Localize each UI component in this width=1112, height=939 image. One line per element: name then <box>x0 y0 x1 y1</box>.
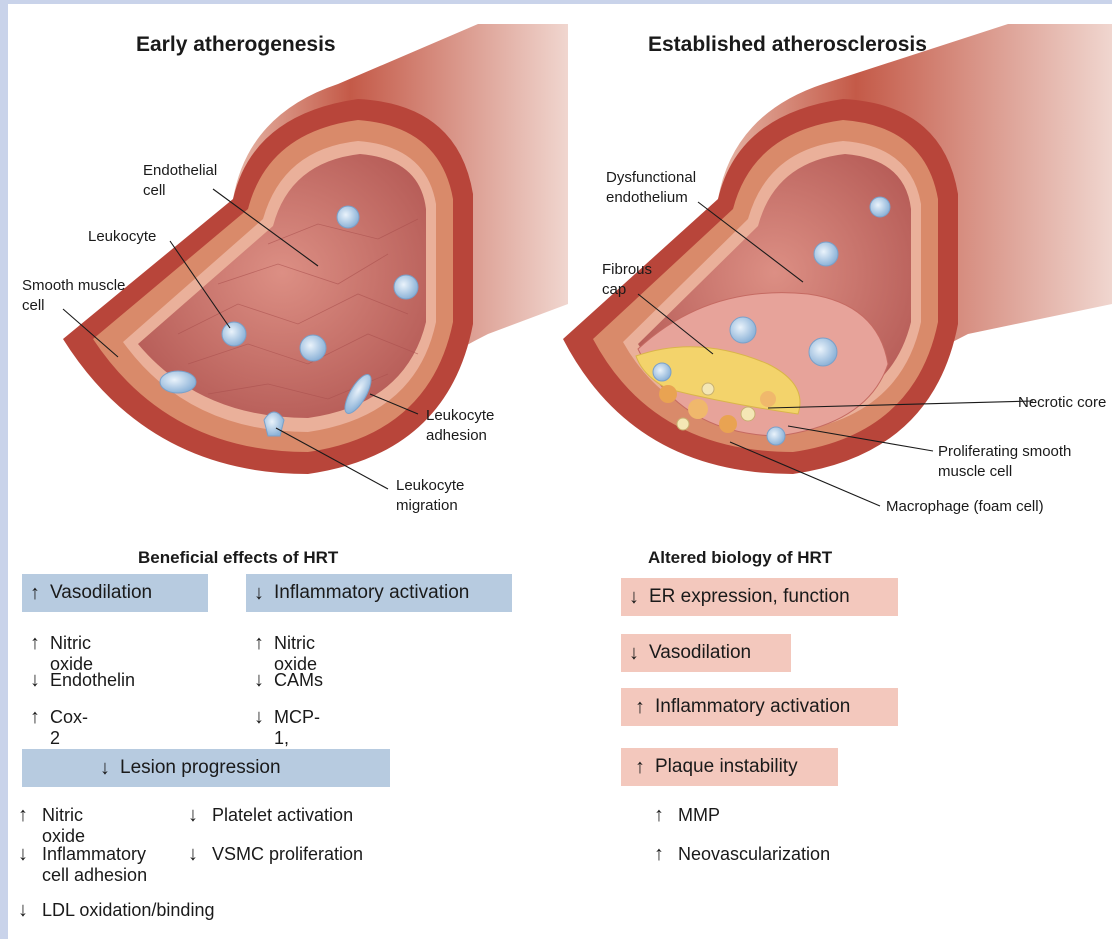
inflammatory-activation-box-label: Inflammatory activation <box>274 582 469 604</box>
up-arrow-icon: ↑ <box>635 756 651 779</box>
list-item-text: MMP <box>678 805 720 826</box>
label-proliferating-smooth-muscle-cell: Proliferating smooth muscle cell <box>938 442 1071 482</box>
label-macrophage-foam-cell: Macrophage (foam cell) <box>886 497 1044 517</box>
down-arrow-icon: ↓ <box>254 707 270 728</box>
list-item-text: Neovascularization <box>678 844 878 865</box>
down-arrow-icon: ↓ <box>188 844 204 865</box>
list-item-text: VSMC proliferation <box>212 844 402 865</box>
vasodilation-box-label: Vasodilation <box>50 582 152 604</box>
down-arrow-icon: ↓ <box>188 805 204 826</box>
down-arrow-icon: ↓ <box>629 642 645 665</box>
up-arrow-icon: ↑ <box>30 633 46 654</box>
label-endothelial-cell: Endothelial cell <box>143 161 217 201</box>
down-arrow-icon: ↓ <box>100 757 116 780</box>
plaque-instability-box: ↑ Plaque instability <box>621 748 838 786</box>
inflammatory-activation-box: ↓ Inflammatory activation <box>246 574 512 612</box>
down-arrow-icon: ↓ <box>254 670 270 691</box>
er-expression-box: ↓ ER expression, function <box>621 578 898 616</box>
down-arrow-icon: ↓ <box>18 844 34 865</box>
beneficial-effects-title: Beneficial effects of HRT <box>138 548 338 568</box>
down-arrow-icon: ↓ <box>18 900 34 921</box>
label-dysfunctional-endothelium: Dysfunctional endothelium <box>606 168 696 208</box>
label-necrotic-core: Necrotic core <box>1018 393 1106 413</box>
up-arrow-icon: ↑ <box>254 633 270 654</box>
up-arrow-icon: ↑ <box>30 582 46 605</box>
figure-frame: Early atherogenesis Established atherosc… <box>8 4 1112 939</box>
up-arrow-icon: ↑ <box>30 707 46 728</box>
vasodilation-altered-box-label: Vasodilation <box>649 642 751 664</box>
label-fibrous-cap: Fibrous cap <box>602 260 652 300</box>
label-leukocyte-adhesion: Leukocyte adhesion <box>426 406 494 446</box>
title-established-atherosclerosis: Established atherosclerosis <box>648 33 927 57</box>
list-item-text: Nitric oxide <box>42 805 85 847</box>
down-arrow-icon: ↓ <box>30 670 46 691</box>
er-expression-box-label: ER expression, function <box>649 586 850 608</box>
list-item-text: Nitric oxide <box>274 633 317 675</box>
label-leukocyte-migration: Leukocyte migration <box>396 476 464 516</box>
title-early-atherogenesis: Early atherogenesis <box>136 33 336 57</box>
down-arrow-icon: ↓ <box>254 582 270 605</box>
up-arrow-icon: ↑ <box>654 805 670 826</box>
list-item-text: Cox-2 <box>50 707 88 749</box>
list-item-text: Nitric oxide <box>50 633 93 675</box>
label-leukocyte: Leukocyte <box>88 227 156 247</box>
vasodilation-altered-box: ↓ Vasodilation <box>621 634 791 672</box>
lesion-progression-box: ↓ Lesion progression <box>22 749 390 787</box>
list-item-text: Platelet activation <box>212 805 402 826</box>
up-arrow-icon: ↑ <box>635 696 651 719</box>
inflammatory-altered-box: ↑ Inflammatory activation <box>621 688 898 726</box>
list-item-text: CAMs <box>274 670 323 691</box>
list-item-text: LDL oxidation/binding <box>42 900 282 921</box>
up-arrow-icon: ↑ <box>18 805 34 826</box>
label-smooth-muscle-cell: Smooth muscle cell <box>22 276 125 316</box>
altered-biology-title: Altered biology of HRT <box>648 548 832 568</box>
plaque-instability-box-label: Plaque instability <box>655 756 798 778</box>
down-arrow-icon: ↓ <box>629 586 645 609</box>
list-item-text: Endothelin <box>50 670 135 691</box>
up-arrow-icon: ↑ <box>654 844 670 865</box>
inflammatory-altered-box-label: Inflammatory activation <box>655 696 850 718</box>
vasodilation-box: ↑ Vasodilation <box>22 574 208 612</box>
lesion-progression-box-label: Lesion progression <box>120 757 281 779</box>
